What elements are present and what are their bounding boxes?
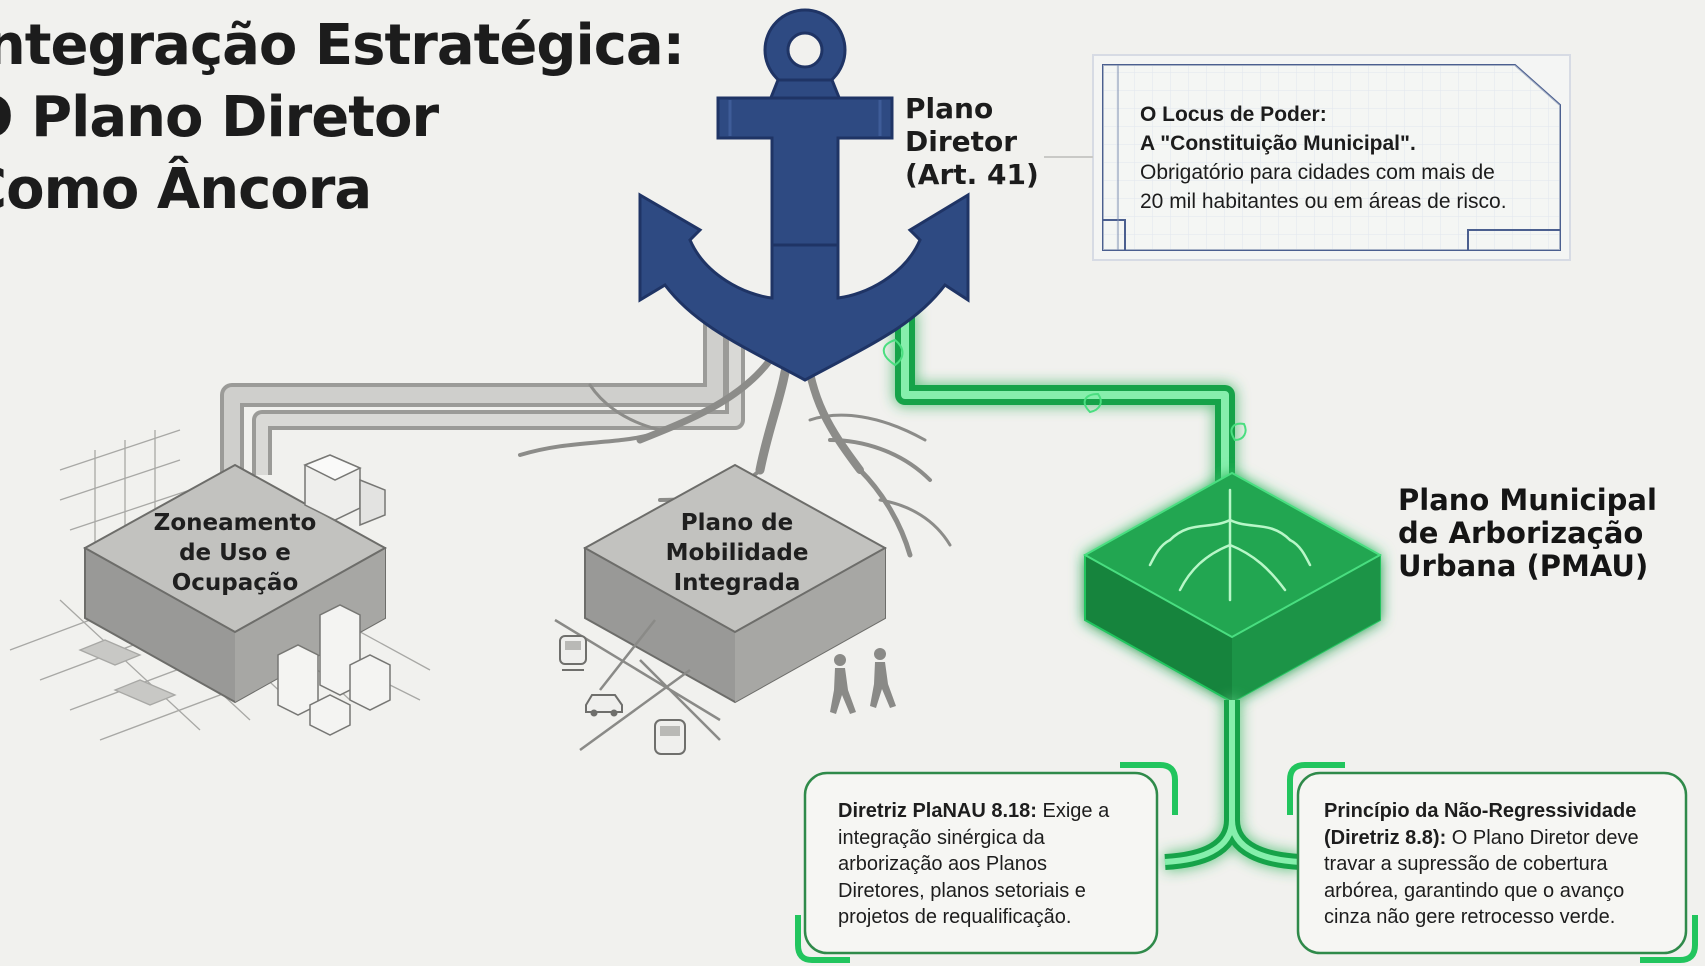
mobility-label-line-2: Mobilidade <box>665 540 809 566</box>
card-left-line-2: integração sinérgica da <box>838 826 1045 849</box>
title-line-3: Como Âncora <box>0 157 372 222</box>
card-right-frame <box>1287 762 1698 963</box>
zoning-label-line-2: de Uso e <box>179 540 291 566</box>
mobility-label-line-1: Plano de <box>680 510 794 536</box>
card-left-line-1: Exige a <box>1036 800 1110 822</box>
card-right-line-2: travar a supressão de cobertura <box>1324 853 1608 875</box>
pmau-block <box>1082 471 1383 704</box>
car-icon <box>585 694 623 717</box>
green-branch-pipe <box>1164 700 1301 870</box>
anchor-icon <box>638 8 970 382</box>
locus-desc-line-1: Obrigatório para cidades com mais de <box>1140 161 1495 184</box>
roots-icon <box>1148 488 1312 602</box>
anchor-label: Plano Diretor (Art. 41) <box>905 92 1039 191</box>
locus-panel-text: O Locus de Poder: A "Constituição Munici… <box>1140 100 1580 216</box>
anchor-label-line-2: Diretor <box>905 125 1018 158</box>
gray-connector-pipes <box>220 300 745 475</box>
train-icon <box>559 635 587 671</box>
page-title: Integração Estratégica: O Plano Diretor … <box>0 10 685 226</box>
card-left-line-3: arborização aos Planos <box>838 853 1048 875</box>
card-left-line-5: projetos de requalificação. <box>838 906 1072 928</box>
locus-subheading: A "Constituição Municipal". <box>1140 132 1416 155</box>
card-right-line-1: O Plano Diretor deve <box>1446 826 1639 849</box>
anchor-label-line-1: Plano <box>905 92 994 125</box>
mobility-label: Plano de Mobilidade Integrada <box>637 508 837 598</box>
title-line-1: Integração Estratégica: <box>0 13 685 78</box>
anchor-label-line-3: (Art. 41) <box>905 158 1039 191</box>
card-right-line-3: arbórea, garantindo que o avanço <box>1324 879 1625 902</box>
pedestrians-icon <box>830 648 896 714</box>
pmau-label-line-2: de Arborização <box>1398 516 1644 550</box>
card-right-bold-1: Princípio da Não-Regressividade <box>1324 800 1637 822</box>
card-right-bold-2: (Diretriz 8.8): <box>1324 826 1447 849</box>
blueprint-icon <box>1044 54 1571 261</box>
card-left-text: Diretriz PlaNAU 8.18: Exige a integração… <box>838 798 1148 931</box>
card-right-text: Princípio da Não-Regressividade (Diretri… <box>1324 798 1676 931</box>
pmau-label: Plano Municipal de Arborização Urbana (P… <box>1398 484 1657 583</box>
bus-icon <box>654 719 686 755</box>
zoning-label: Zoneamento de Uso e Ocupação <box>135 508 335 598</box>
pmau-label-line-3: Urbana (PMAU) <box>1398 549 1649 583</box>
locus-desc-line-2: 20 mil habitantes ou em áreas de risco. <box>1140 190 1507 213</box>
mobility-block <box>582 463 888 704</box>
card-left-bold: Diretriz PlaNAU 8.18: <box>838 800 1037 822</box>
zoning-label-line-1: Zoneamento <box>153 510 317 536</box>
card-left-frame <box>795 762 1178 963</box>
title-line-2: O Plano Diretor <box>0 85 439 150</box>
card-right-line-4: cinza não gere retrocesso verde. <box>1324 906 1616 928</box>
card-left-line-4: Diretores, planos setoriais e <box>838 879 1086 902</box>
mobility-label-line-3: Integrada <box>673 570 801 596</box>
green-connector-pipe <box>895 310 1235 490</box>
city-buildings-icon <box>277 454 391 736</box>
pmau-label-line-1: Plano Municipal <box>1398 483 1657 517</box>
road-lines <box>554 618 721 752</box>
locus-heading: O Locus de Poder: <box>1140 103 1327 126</box>
zoning-label-line-3: Ocupação <box>171 570 299 596</box>
leaf-icon <box>882 338 1247 442</box>
